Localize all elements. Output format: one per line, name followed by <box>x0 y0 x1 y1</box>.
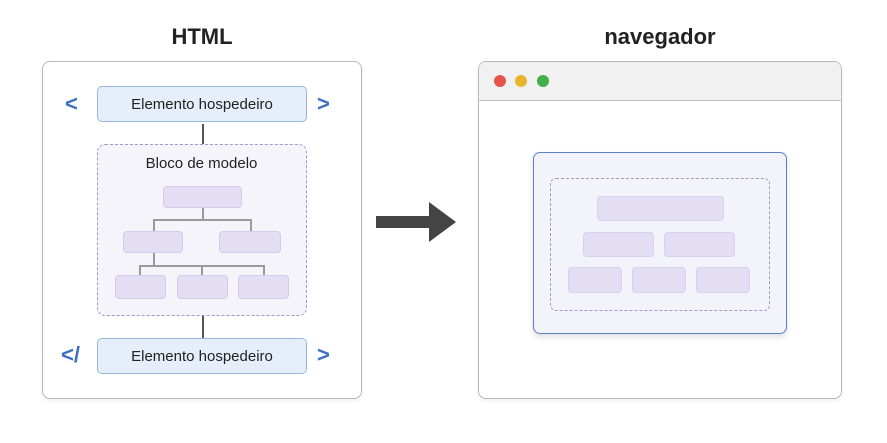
rendered-block <box>632 267 686 293</box>
tree-node-child <box>123 231 183 253</box>
tree-connector <box>250 219 252 231</box>
tree-connector <box>153 219 155 231</box>
rendered-block <box>664 232 735 257</box>
tree-node-leaf <box>177 275 228 299</box>
html-panel: < Elemento hospedeiro > Bloco de modelo … <box>42 61 362 399</box>
tree-connector <box>153 219 251 221</box>
connector-line <box>202 316 204 338</box>
rendered-component <box>533 152 787 334</box>
open-tag-bracket-icon: < <box>65 91 78 116</box>
tree-connector <box>139 265 141 275</box>
close-window-icon[interactable] <box>494 75 506 87</box>
tree-connector <box>263 265 265 275</box>
host-element-label: Elemento hospedeiro <box>131 347 273 365</box>
maximize-window-icon[interactable] <box>537 75 549 87</box>
rendered-block <box>583 232 654 257</box>
host-element-label: Elemento hospedeiro <box>131 95 273 113</box>
tree-connector <box>153 253 155 265</box>
rendered-block <box>696 267 750 293</box>
tree-node-leaf <box>115 275 166 299</box>
connector-line <box>202 124 204 144</box>
rendered-template-area <box>550 178 770 311</box>
html-heading: HTML <box>171 24 233 49</box>
closing-tag-bracket-icon: </ <box>61 342 80 367</box>
tree-connector <box>201 265 203 275</box>
browser-window <box>478 61 842 399</box>
template-block: Bloco de modelo <box>97 144 307 316</box>
minimize-window-icon[interactable] <box>515 75 527 87</box>
host-element-top: Elemento hospedeiro <box>97 86 307 122</box>
template-block-title: Bloco de modelo <box>145 155 258 172</box>
host-element-bottom: Elemento hospedeiro <box>97 338 307 374</box>
close-bracket-icon: > <box>317 342 330 367</box>
browser-heading: navegador <box>604 24 716 49</box>
rendered-block <box>568 267 622 293</box>
browser-titlebar <box>479 62 841 101</box>
tree-node-leaf <box>238 275 289 299</box>
tree-node-child <box>219 231 281 253</box>
tree-node-root <box>163 186 242 208</box>
close-bracket-icon: > <box>317 91 330 116</box>
rendered-block <box>597 196 724 221</box>
tree-connector <box>202 208 204 220</box>
right-arrow-icon <box>376 202 456 242</box>
